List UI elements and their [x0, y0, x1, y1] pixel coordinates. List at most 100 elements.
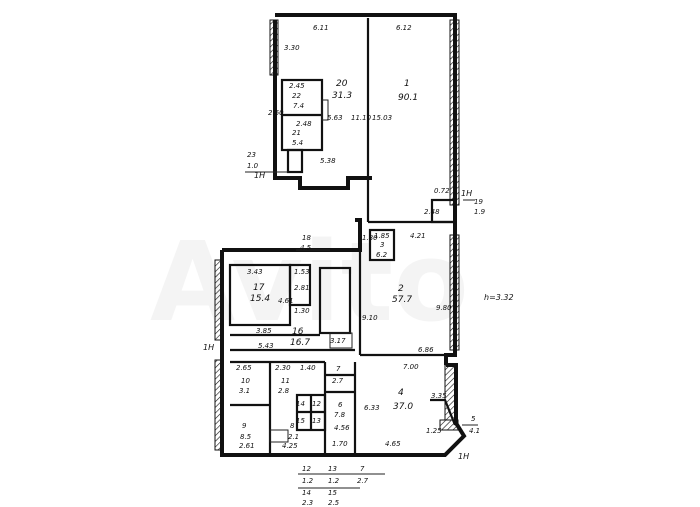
room-10-number: 10	[241, 377, 250, 385]
dim-label: 6.11	[313, 24, 329, 32]
bottom-room-15-num: 15	[328, 489, 337, 497]
room-8-area: 2.1	[288, 433, 299, 441]
dim-label: 3.35	[431, 392, 447, 400]
room-21-number: 21	[292, 129, 301, 137]
dim-label: 4.61	[278, 297, 294, 305]
dim-label: 3.85	[256, 327, 272, 335]
room-19-number: 19	[474, 198, 483, 206]
dim-label: 4.56	[334, 424, 350, 432]
room-17-area: 15.4	[250, 294, 270, 304]
dim-label: 5.38	[320, 157, 336, 165]
dim-label: 2.65	[236, 364, 252, 372]
dim-label: 2.48	[296, 120, 312, 128]
dim-label: 2.48	[424, 208, 440, 216]
dim-label: 0.72	[434, 187, 450, 195]
dim-label: 6.12	[396, 24, 412, 32]
dim-label: 2.61	[239, 442, 255, 450]
room-6-number: 6	[338, 401, 343, 409]
room-7-area: 2.7	[332, 377, 344, 385]
room-16-number: 16	[292, 327, 304, 337]
room-1-area: 90.1	[398, 93, 418, 103]
room-9-area: 8.5	[240, 433, 252, 441]
room-13-number: 13	[312, 417, 321, 425]
bottom-room-15-area: 2.5	[328, 499, 340, 507]
room-3-area: 6.2	[376, 251, 388, 259]
room-18-area: 4.5	[300, 244, 312, 252]
dim-label: 6.33	[364, 404, 380, 412]
room-15-number: 15	[296, 417, 305, 425]
dim-label: 2.45	[289, 82, 305, 90]
dim-label: 9.10	[362, 314, 378, 322]
room-17-number: 17	[253, 283, 265, 293]
room-22-area: 7.4	[293, 102, 304, 110]
room-4-number: 4	[398, 388, 404, 398]
dim-label: 4.21	[410, 232, 426, 240]
room-22-number: 22	[292, 92, 301, 100]
entrance-label: 1H	[254, 171, 265, 180]
room-23-area: 1.0	[247, 162, 259, 170]
dim-label: 3.43	[247, 268, 263, 276]
dim-label: 4.65	[385, 440, 401, 448]
reference-lines	[245, 171, 478, 489]
interior-walls	[228, 18, 457, 455]
room-10-area: 3.1	[239, 387, 250, 395]
bottom-room-13-area: 1.2	[328, 477, 340, 485]
room-18-number: 18	[302, 234, 311, 242]
room-23-number: 23	[247, 151, 256, 159]
bottom-room-12-area: 1.2	[302, 477, 314, 485]
dim-label: 1.25	[426, 427, 442, 435]
room-2-number: 2	[398, 284, 404, 294]
dim-label: 3.17	[330, 337, 346, 345]
dim-label: 1.40	[300, 364, 316, 372]
room-14-number: 14	[296, 400, 305, 408]
dim-label: 1.30	[294, 307, 310, 315]
room-20-area: 31.3	[332, 91, 352, 101]
dim-label: 1.53	[294, 268, 310, 276]
room-5-number: 5	[471, 415, 476, 423]
dimension-labels: 6.11 6.12 2.45 2.60 2.48 5.63 11.10 15.0…	[236, 24, 452, 450]
room-6-area: 7.8	[334, 411, 346, 419]
bottom-room-7-area: 2.7	[357, 477, 369, 485]
room-19-area: 1.9	[474, 208, 486, 216]
bottom-room-13-num: 13	[328, 465, 337, 473]
height-note: h=3.32	[484, 293, 514, 302]
dim-label: 9.80	[436, 304, 452, 312]
room-8-number: 8	[290, 422, 295, 430]
bottom-room-7-num: 7	[360, 465, 365, 473]
room-5-area: 4.1	[469, 427, 480, 435]
dim-label: 2.30	[275, 364, 291, 372]
outer-walls	[220, 13, 467, 457]
room-12-number: 12	[312, 400, 321, 408]
dim-label: 3.30	[284, 44, 300, 52]
room-11-area: 2.8	[278, 387, 290, 395]
dim-label: 15.03	[372, 114, 392, 122]
room-20-number: 20	[336, 79, 348, 89]
dim-label: 2.81	[294, 284, 310, 292]
dim-label: 11.10	[351, 114, 372, 122]
dim-label: 5.43	[258, 342, 274, 350]
dim-label: 6.86	[418, 346, 434, 354]
dim-label: 1.70	[332, 440, 348, 448]
bottom-room-12-num: 12	[302, 465, 311, 473]
room-2-area: 57.7	[392, 295, 412, 305]
dim-label: 2.60	[268, 109, 284, 117]
room-labels: 1 90.1 20 31.3 22 7.4 21 5.4 23 1.0 19 1…	[239, 79, 486, 441]
dim-label: 1.80	[362, 234, 378, 242]
entrance-label: 1H	[458, 452, 469, 461]
room-11-number: 11	[281, 377, 290, 385]
room-16-area: 16.7	[290, 338, 310, 348]
dim-label: 5.63	[327, 114, 343, 122]
dim-label: 7.00	[403, 363, 419, 371]
entrance-label: 1H	[203, 343, 214, 352]
dim-label: 4.25	[282, 442, 298, 450]
bottom-room-list: 12 1.2 13 1.2 7 2.7 14 2.3 15 2.5	[302, 465, 369, 507]
room-9-number: 9	[242, 422, 247, 430]
entrance-labels: 1H 1H 1H 1H	[203, 171, 472, 461]
room-7-number: 7	[336, 365, 341, 373]
room-3-number: 3	[380, 241, 384, 249]
room-21-area: 5.4	[292, 139, 303, 147]
dim-label: 1.85	[374, 232, 390, 240]
room-4-area: 37.0	[393, 402, 413, 412]
entrance-label: 1H	[461, 189, 472, 198]
